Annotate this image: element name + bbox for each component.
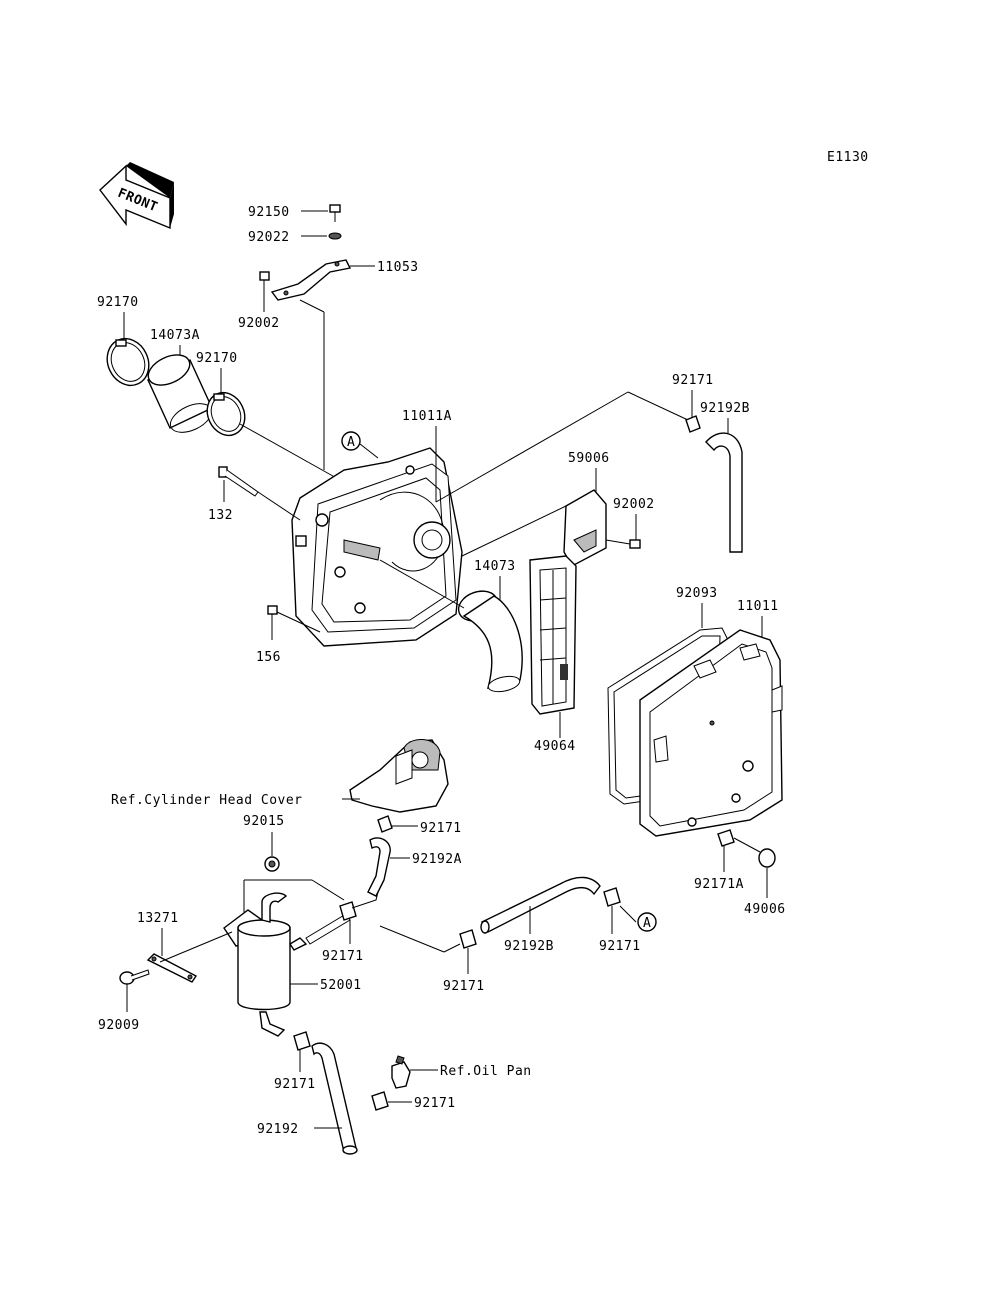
label-14073A: 14073A [150, 328, 200, 343]
ref-marker-a-bottom [637, 912, 657, 932]
bolt-156-icon [267, 605, 278, 640]
label-92171-a: 92171 [420, 821, 462, 836]
label-92192: 92192 [257, 1122, 299, 1137]
label-92171-e: 92171 [274, 1077, 316, 1092]
label-14073: 14073 [474, 559, 516, 574]
washer-92022-icon [328, 232, 342, 240]
label-92093: 92093 [676, 586, 718, 601]
hose-92192B-bottom-icon [480, 876, 601, 934]
cover-59006-icon [563, 489, 607, 567]
clip-92171-top-icon [685, 415, 701, 433]
bracket-11053-icon [270, 259, 352, 301]
label-92015: 92015 [243, 814, 285, 829]
bolt-92150-icon [329, 204, 341, 222]
label-92171-f: 92171 [414, 1096, 456, 1111]
label-92002-top: 92002 [238, 316, 280, 331]
breather-tank-52001-icon [223, 892, 308, 1037]
hose-92192A-icon [367, 837, 391, 897]
bolt-132-icon [218, 466, 259, 497]
label-92192A: 92192A [412, 852, 462, 867]
label-92171-d: 92171 [443, 979, 485, 994]
label-52001: 52001 [320, 978, 362, 993]
bolt-92002-mid-icon [629, 539, 641, 549]
cover-11011-icon [639, 629, 783, 837]
diagram-code: E1130 [827, 150, 869, 165]
clip-92171-a-icon [377, 815, 393, 833]
label-49064: 49064 [534, 739, 576, 754]
label-92171-top: 92171 [672, 373, 714, 388]
air-box-11011A-icon [291, 447, 463, 647]
label-92171-b: 92171 [322, 949, 364, 964]
label-92009: 92009 [98, 1018, 140, 1033]
clip-92171-e-icon [293, 1031, 311, 1051]
ref-oil-pan: Ref.Oil Pan [440, 1064, 532, 1079]
cylinder-head-cover-icon [349, 739, 449, 813]
label-92170-right: 92170 [196, 351, 238, 366]
label-11011A: 11011A [402, 409, 452, 424]
screw-92009-icon [119, 969, 150, 985]
label-92002-mid: 92002 [613, 497, 655, 512]
label-59006: 59006 [568, 451, 610, 466]
label-92171-c: 92171 [599, 939, 641, 954]
label-92150: 92150 [248, 205, 290, 220]
label-92192B-top: 92192B [700, 401, 750, 416]
elbow-duct-14073-icon [457, 590, 523, 693]
label-132: 132 [208, 508, 233, 523]
label-11011: 11011 [737, 599, 779, 614]
clip-92171-d-icon [459, 929, 477, 949]
clip-92171A-icon [717, 829, 735, 847]
ref-cylinder-head-cover: Ref.Cylinder Head Cover [111, 793, 303, 808]
clamp-92170-left-icon [106, 337, 150, 387]
label-92171A: 92171A [694, 877, 744, 892]
label-92192B-bottom: 92192B [504, 939, 554, 954]
grommet-92015-icon [264, 856, 280, 872]
plate-13271-icon [146, 953, 198, 983]
ref-marker-a-top [341, 431, 361, 451]
front-arrow-icon: FRONT [99, 162, 174, 230]
label-11053: 11053 [377, 260, 419, 275]
clip-92171-b-icon [339, 901, 357, 921]
ref-marker-a-bottom-label: A [643, 916, 651, 931]
ref-marker-a-top-label: A [347, 435, 355, 450]
bolt-92002-top-icon [259, 271, 270, 292]
label-13271: 13271 [137, 911, 179, 926]
air-filter-49064-icon [529, 555, 577, 715]
label-92170-left: 92170 [97, 295, 139, 310]
hose-92192B-top-icon [705, 432, 743, 553]
cap-49006-icon [758, 848, 776, 868]
fitting-oil-pan-icon [391, 1055, 411, 1089]
hose-92192-icon [311, 1042, 358, 1155]
clip-92171-c-icon [603, 887, 621, 907]
clamp-92170-right-icon [206, 391, 246, 437]
clip-92171-f-icon [371, 1091, 389, 1111]
label-92022: 92022 [248, 230, 290, 245]
label-156: 156 [256, 650, 281, 665]
label-49006: 49006 [744, 902, 786, 917]
